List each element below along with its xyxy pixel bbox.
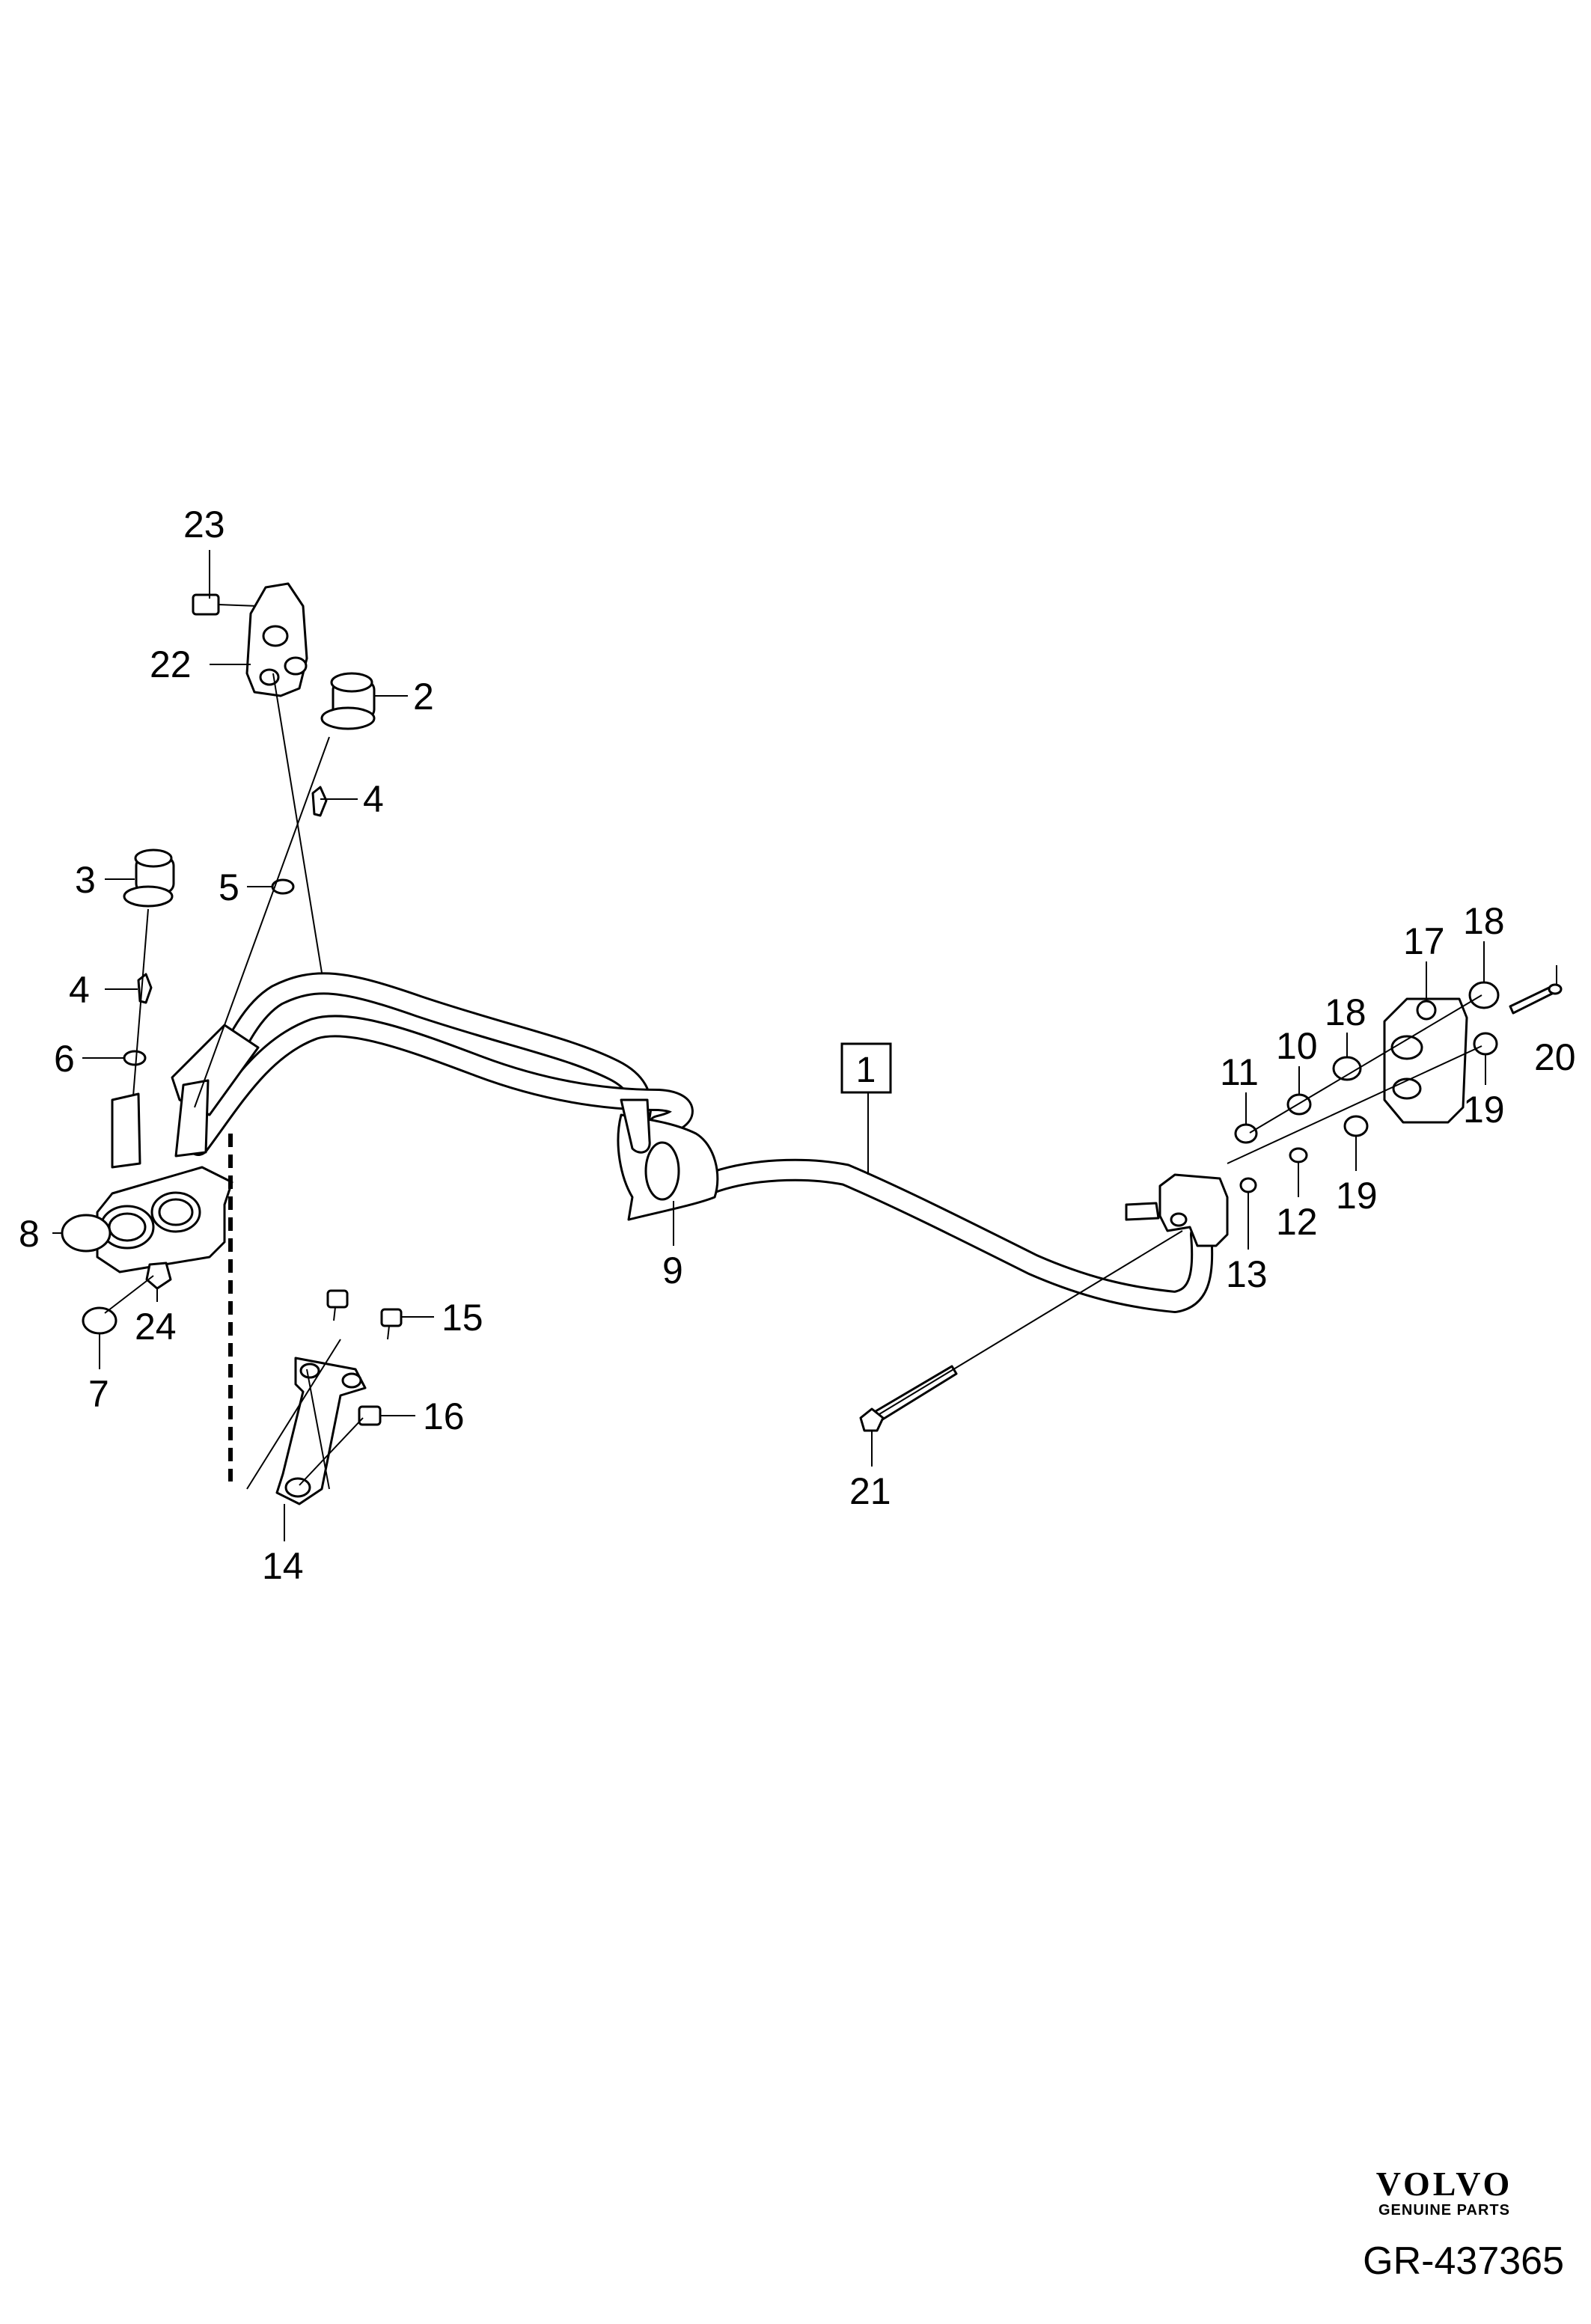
callout-7: 7 [88,1373,109,1415]
logo-text: VOLVO [1375,2165,1513,2203]
callout-20: 20 [1534,1036,1576,1078]
callout-23: 23 [183,504,225,545]
callout-4a: 4 [363,778,384,820]
callout-24: 24 [135,1306,177,1348]
assembly-guide-lines [104,673,1482,1490]
cap-3 [123,848,175,908]
bolt-23 [192,593,259,616]
valve-core-4a [311,786,328,817]
o-ring-6 [123,1050,147,1066]
o-ring-19b [1343,1115,1369,1137]
callout-22: 22 [150,643,192,685]
ac-pipe-assembly [171,972,1214,1313]
callout-19b: 19 [1336,1175,1378,1217]
callout-numbers: 23 22 2 4 3 5 4 6 8 24 7 9 15 16 14 21 1… [19,504,1576,1587]
callout-leaders [52,550,1557,1541]
callout-2: 2 [413,676,434,718]
bolt-20 [1509,983,1563,1015]
callout-11: 11 [1220,1051,1259,1093]
o-ring-10 [1286,1093,1312,1116]
o-ring-18a [1332,1056,1362,1081]
nut-24 [145,1262,172,1290]
o-ring-8 [61,1214,112,1253]
pipe-bracket [275,1357,367,1505]
o-ring-19a [1473,1032,1498,1056]
o-ring-18b [1468,981,1500,1009]
o-ring-12 [1289,1147,1308,1163]
group-label: 1 [856,1051,876,1090]
valve-block-17 [1383,997,1468,1124]
callout-14: 14 [262,1545,304,1587]
group-label-box: 1 [840,1042,892,1175]
bolt-15-b [326,1289,349,1321]
callout-5: 5 [219,866,239,908]
logo-subtext: GENUINE PARTS [1378,2202,1510,2218]
pipe-connector-block [96,1079,233,1273]
callout-15: 15 [442,1297,483,1339]
diagram-reference-number: GR-437365 [1363,2239,1564,2283]
callout-3: 3 [75,859,96,901]
bolt-15 [380,1308,403,1340]
callout-9: 9 [662,1250,683,1291]
callout-6: 6 [54,1038,75,1080]
cover-block-22 [245,582,308,697]
callout-17: 17 [1403,920,1445,962]
cap-2 [320,672,376,730]
callout-16: 16 [423,1395,465,1437]
o-ring-7 [82,1306,117,1335]
callout-8: 8 [19,1213,40,1255]
callout-21: 21 [849,1470,891,1512]
callout-12: 12 [1276,1201,1318,1243]
bolt-16 [358,1405,382,1426]
callout-13: 13 [1226,1253,1268,1295]
callout-18b: 18 [1463,900,1505,942]
expansion-valve-13 [1125,1173,1229,1247]
callout-4b: 4 [69,969,90,1011]
callout-10: 10 [1276,1025,1318,1067]
callout-18a: 18 [1325,991,1366,1033]
volvo-logo: VOLVO GENUINE PARTS [1325,2165,1564,2219]
callout-19a: 19 [1463,1089,1505,1131]
o-ring-13 [1239,1177,1257,1193]
o-ring-11 [1234,1123,1258,1144]
